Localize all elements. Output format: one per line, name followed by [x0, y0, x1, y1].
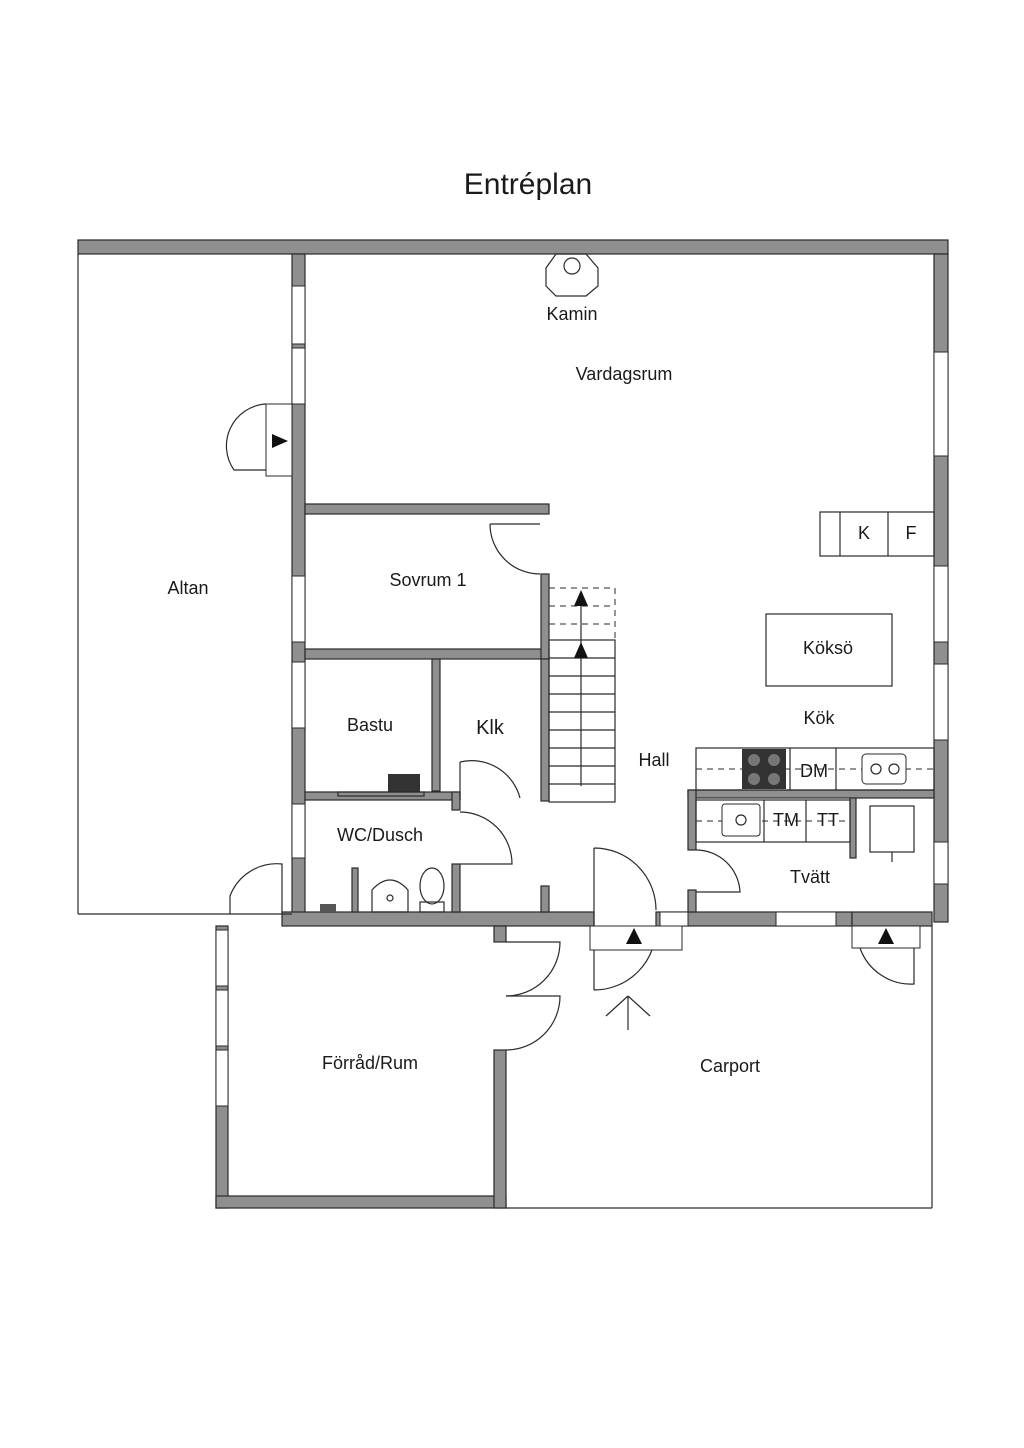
label-vardagsrum: Vardagsrum [576, 364, 673, 384]
kitchen-sink-icon [861, 753, 907, 785]
label-tvatt: Tvätt [790, 867, 830, 887]
kitchen-counter [695, 747, 935, 791]
laundry-sink-icon [721, 803, 761, 837]
toilet-icon [419, 867, 445, 905]
label-kamin: Kamin [546, 304, 597, 324]
kitchen-cabinet-kf [819, 511, 935, 557]
room-labels: Kamin Vardagsrum Altan Sovrum 1 Bastu Kl… [167, 304, 916, 1076]
kitchen-island [765, 613, 893, 687]
label-dm: DM [800, 761, 828, 781]
label-f: F [906, 523, 917, 543]
altan-outline [77, 254, 292, 915]
wc-fixtures [320, 867, 445, 913]
label-koksoe: Köksö [803, 638, 853, 658]
label-wc-dusch: WC/Dusch [337, 825, 423, 845]
sauna-heater-icon [337, 774, 425, 797]
label-forrad-rum: Förråd/Rum [322, 1053, 418, 1073]
carport-outline [506, 926, 933, 1209]
label-sovrum1: Sovrum 1 [389, 570, 466, 590]
plan-title: Entréplan [464, 168, 592, 201]
label-bastu: Bastu [347, 715, 393, 735]
label-carport: Carport [700, 1056, 760, 1076]
laundry-counter [695, 799, 915, 862]
stove-icon [742, 749, 786, 789]
label-klk: Klk [476, 717, 505, 739]
label-hall: Hall [638, 750, 669, 770]
label-k: K [858, 523, 870, 543]
shower-tap-icon [320, 904, 336, 912]
label-tm: TM [773, 810, 799, 830]
label-altan: Altan [167, 578, 208, 598]
interior-walls [304, 503, 935, 913]
windows [215, 285, 949, 1107]
main-entrance-arrow-icon [605, 995, 651, 1030]
tvatt-entry-arrow-icon [878, 928, 894, 944]
entry-arrow-icon [626, 928, 642, 944]
label-kok: Kök [803, 708, 835, 728]
fireplace-icon [545, 253, 599, 297]
washbasin-icon [371, 879, 409, 913]
label-tt: TT [817, 810, 839, 830]
staircase [548, 587, 616, 803]
utility-sink-icon [869, 805, 915, 853]
altan-entry-arrow-icon [272, 434, 288, 448]
